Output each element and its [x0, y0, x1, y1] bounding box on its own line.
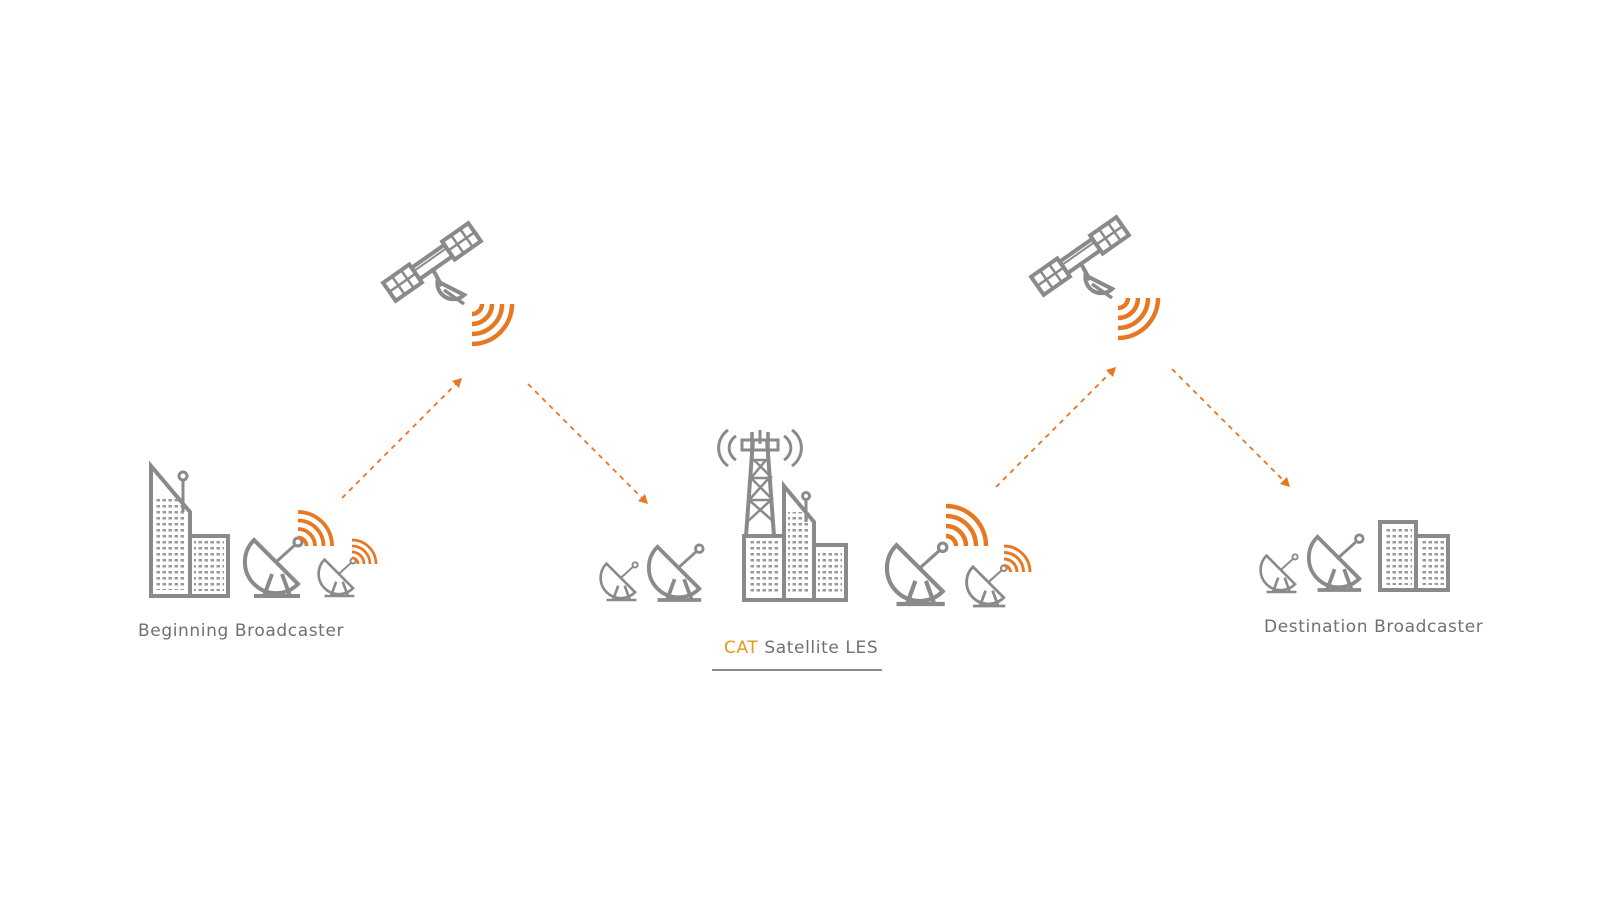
les-underline-divider — [712, 669, 882, 671]
satellite-les-text: Satellite LES — [758, 638, 879, 658]
cat-accent-text: CAT — [724, 638, 759, 658]
dashed-arrow-icon — [341, 378, 462, 499]
office-building-icon — [1378, 520, 1450, 592]
office-building-icon — [742, 480, 848, 602]
satellite-dish-icon — [887, 543, 947, 604]
signal-waves-icon — [296, 510, 334, 548]
signal-waves-icon — [1002, 544, 1032, 574]
signal-waves-icon — [1118, 298, 1158, 338]
satellite-icon — [1029, 215, 1131, 300]
satellite-dish-icon — [317, 556, 358, 598]
beginning-broadcaster-label: Beginning Broadcaster — [138, 621, 345, 641]
dashed-arrow-icon — [995, 367, 1116, 488]
satellite-dish-icon — [646, 543, 705, 602]
satellite-dish-icon — [599, 560, 640, 602]
satellite-dish-icon — [242, 536, 304, 598]
signal-waves-icon — [350, 538, 378, 566]
dashed-arrow-icon — [1171, 368, 1290, 487]
satellite-dish-icon — [1259, 552, 1299, 594]
transmission-tower-icon — [717, 428, 803, 537]
satellite-dish-icon — [1306, 533, 1365, 592]
office-building-icon — [149, 460, 230, 598]
cat-satellite-les-label: CAT Satellite LES — [724, 638, 878, 658]
signal-waves-icon — [472, 304, 512, 344]
dashed-arrow-icon — [527, 383, 648, 504]
satellite-icon — [381, 221, 483, 306]
signal-waves-icon — [946, 506, 986, 546]
satellite-dish-icon — [965, 564, 1008, 608]
destination-broadcaster-label: Destination Broadcaster — [1264, 617, 1484, 637]
